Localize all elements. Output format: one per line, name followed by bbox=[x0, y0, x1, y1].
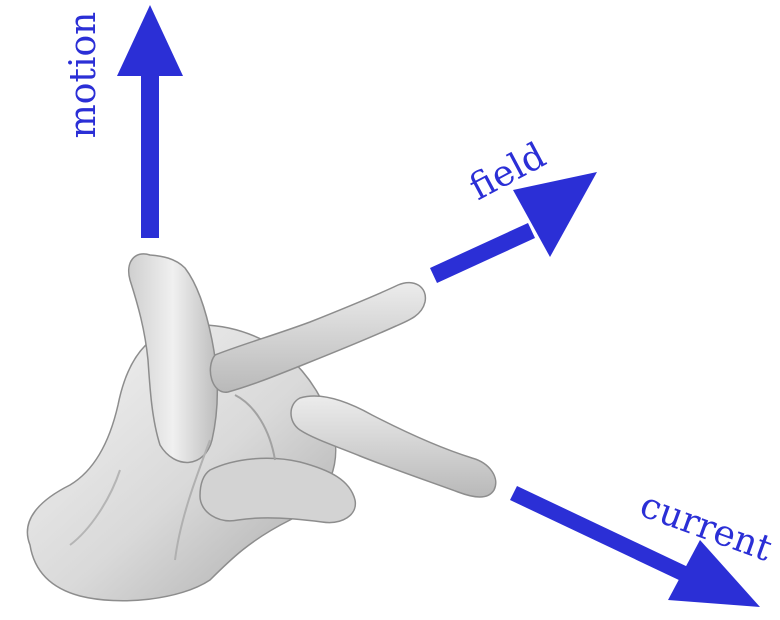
field-arrow bbox=[430, 172, 597, 283]
hand-palm bbox=[26, 324, 337, 602]
hand-curled-fingers bbox=[199, 457, 357, 524]
current-arrow bbox=[510, 486, 760, 607]
motion-arrow-head bbox=[117, 5, 183, 76]
hand-crease-1 bbox=[234, 394, 276, 461]
hand-thumb bbox=[128, 253, 219, 464]
field-arrow-shaft bbox=[430, 223, 535, 283]
motion-arrow bbox=[117, 5, 183, 238]
hand-illustration bbox=[26, 253, 497, 602]
field-arrow-head bbox=[513, 172, 597, 257]
current-arrow-shaft bbox=[510, 486, 688, 581]
hand-crease-3 bbox=[69, 469, 121, 546]
hand-index-finger bbox=[209, 281, 427, 393]
current-arrow-head bbox=[668, 540, 760, 607]
motion-arrow-shaft bbox=[141, 72, 159, 238]
motion-label: motion bbox=[63, 12, 104, 139]
hand-middle-finger bbox=[290, 395, 497, 498]
hand-crease-2 bbox=[174, 439, 211, 561]
